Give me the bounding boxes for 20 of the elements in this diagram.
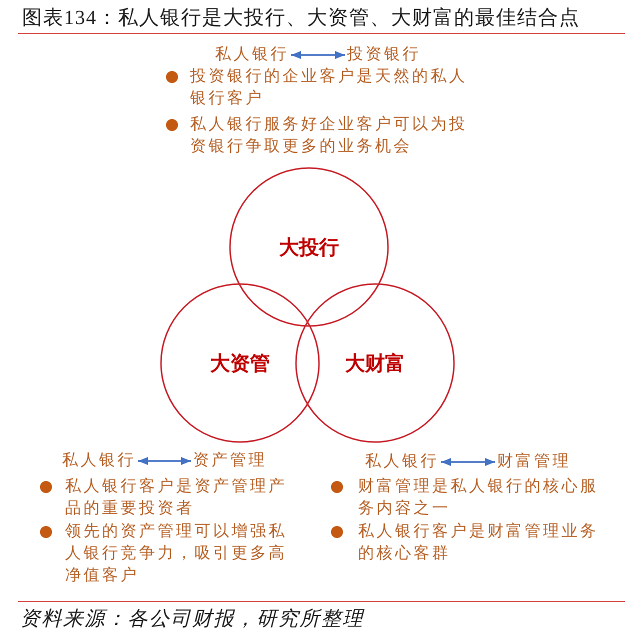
title: 图表134：私人银行是大投行、大资管、大财富的最佳结合点 (22, 7, 580, 30)
term-label: 财富管理 (497, 451, 571, 473)
bullet-text: 私人银行服务好企业客户可以为投资银行争取更多的业务机会 (190, 114, 468, 157)
bullet-text: 私人银行客户是财富管理业务的核心客群 (358, 522, 600, 564)
source-note: 资料来源：各公司财报，研究所整理 (20, 607, 364, 631)
term-label: 私人银行 (62, 450, 136, 472)
double-arrow (291, 51, 345, 59)
double-arrow (138, 457, 191, 465)
term-label: 资产管理 (193, 450, 267, 472)
bullet-text: 领先的资产管理可以增强私人银行竞争力，吸引更多高净值客户 (65, 522, 288, 586)
term-label: 投资银行 (347, 44, 421, 66)
bullet-text: 财富管理是私人银行的核心服务内容之一 (358, 476, 600, 519)
term-label: 私人银行 (365, 451, 439, 473)
venn-circle: 大财富 (295, 283, 455, 443)
term-label: 私人银行 (215, 44, 289, 66)
double-arrow (441, 458, 495, 466)
venn-circle: 大投行 (229, 167, 389, 327)
venn-circle: 大资管 (160, 283, 320, 443)
bullet-text: 投资银行的企业客户是天然的私人银行客户 (190, 66, 468, 109)
bullet-text: 私人银行客户是资产管理产品的重要投资者 (65, 476, 288, 519)
